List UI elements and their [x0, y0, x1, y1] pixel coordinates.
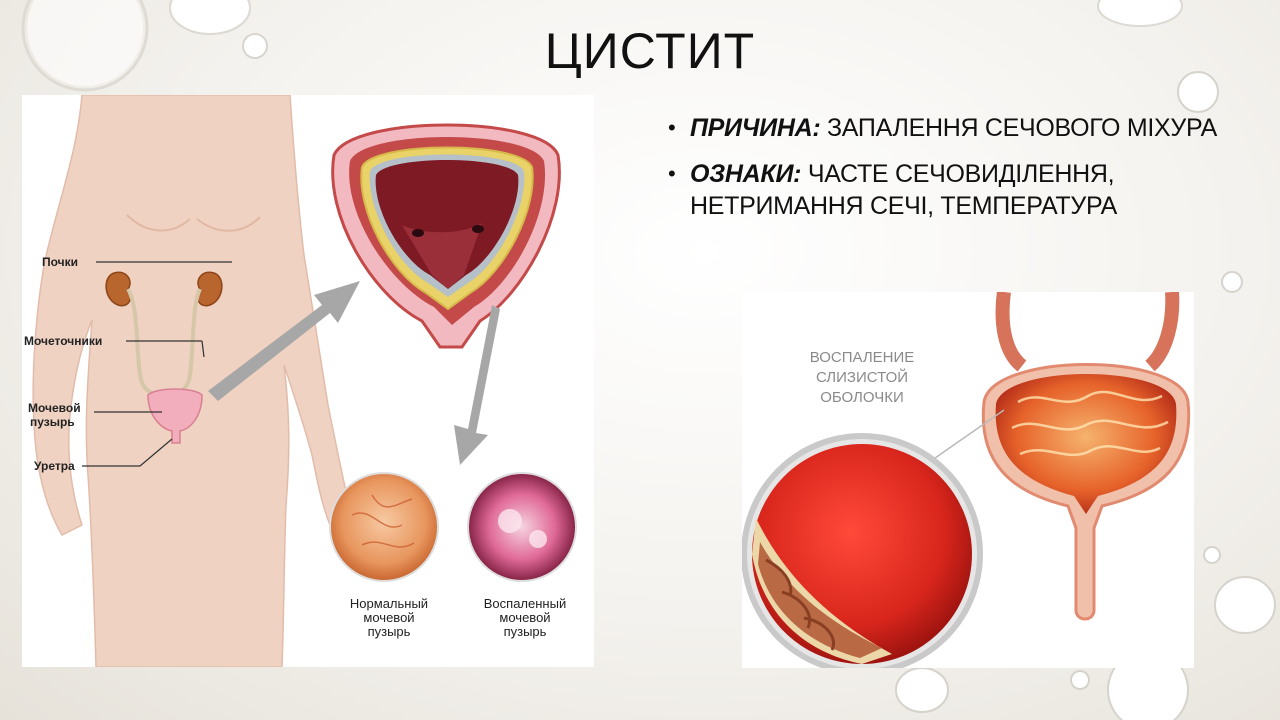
label-kidneys: Почки	[42, 255, 78, 269]
caption-line1: ВОСПАЛЕНИЕ	[810, 349, 915, 366]
urinary-system-svg: Почки Мочеточники Мочевой пузырь Уретра …	[24, 95, 577, 667]
droplet-bottom-2	[895, 667, 949, 713]
caption-line2: СЛИЗИСТОЙ	[816, 368, 908, 386]
droplet-right-4	[1214, 576, 1276, 634]
chest-line	[196, 216, 261, 232]
droplet-bottom-3	[1070, 670, 1090, 690]
caption-inflamed-line3: пузырь	[504, 624, 547, 639]
ureter-right	[1145, 292, 1180, 372]
bullet-cause: • ПРИЧИНА: ЗАПАЛЕННЯ СЕЧОВОГО МІХУРА	[668, 112, 1278, 144]
caption-inflamed-line1: Воспаленный	[484, 596, 566, 611]
kidney-left-icon	[105, 271, 132, 307]
bullet-dot: •	[668, 115, 676, 140]
inflamed-mucosa-illustration: ВОСПАЛЕНИЕ СЛИЗИСТОЙ ОБОЛОЧКИ	[742, 292, 1194, 668]
caption-normal-line3: пузырь	[368, 624, 411, 639]
bullet-symptoms: • ОЗНАКИ: ЧАСТЕ СЕЧОВИДІЛЕННЯ, НЕТРИМАНН…	[668, 158, 1278, 222]
ureter-opening	[412, 229, 424, 237]
bullet-term: ПРИЧИНА:	[690, 114, 821, 142]
bladder-icon	[147, 388, 203, 444]
slide-title: ЦИСТИТ	[544, 23, 756, 79]
caption-normal-line1: Нормальный	[350, 596, 428, 611]
inflamed-bladder-image	[467, 472, 577, 582]
droplet-right-2	[1221, 271, 1243, 293]
label-bladder-line1: Мочевой	[28, 401, 81, 415]
caption-line3: ОБОЛОЧКИ	[820, 389, 904, 406]
droplet-right-1	[1177, 71, 1219, 113]
label-line	[82, 438, 173, 467]
caption-normal-line2: мочевой	[363, 610, 414, 625]
chest-line	[126, 214, 191, 232]
droplet-top-left-2	[169, 0, 251, 35]
label-bladder-line2: пузырь	[30, 415, 75, 429]
bullet-term: ОЗНАКИ:	[690, 160, 802, 188]
bullet-text-line2: НЕТРИМАННЯ СЕЧІ, ТЕМПЕРАТУРА	[690, 192, 1118, 220]
bullet-list: • ПРИЧИНА: ЗАПАЛЕННЯ СЕЧОВОГО МІХУРА • О…	[668, 112, 1278, 236]
body-silhouette	[32, 95, 353, 667]
droplet-top-left	[21, 0, 149, 92]
label-ureters: Мочеточники	[24, 334, 102, 348]
label-urethra: Уретра	[34, 459, 75, 473]
bladder-cross-section	[331, 123, 561, 349]
ureter-left	[995, 292, 1027, 372]
bullet-text: ЗАПАЛЕННЯ СЕЧОВОГО МІХУРА	[820, 114, 1218, 142]
normal-bladder-image	[329, 472, 439, 582]
magnifier-lens	[742, 433, 983, 668]
label-line	[201, 340, 205, 358]
inflamed-mucosa-svg: ВОСПАЛЕНИЕ СЛИЗИСТОЙ ОБОЛОЧКИ	[742, 292, 1191, 668]
caption-inflamed-line2: мочевой	[499, 610, 550, 625]
droplet-top-right	[1097, 0, 1183, 27]
droplet-right-3	[1203, 546, 1221, 564]
arrow-down-icon	[454, 305, 500, 465]
bullet-text: ЧАСТЕ СЕЧОВИДІЛЕННЯ,	[801, 160, 1115, 188]
droplet-small-1	[242, 33, 268, 59]
bullet-dot: •	[668, 161, 676, 186]
ureter-opening	[472, 225, 484, 233]
urinary-system-illustration: Почки Мочеточники Мочевой пузырь Уретра …	[22, 95, 594, 667]
arrow-up-right-icon	[208, 281, 360, 401]
